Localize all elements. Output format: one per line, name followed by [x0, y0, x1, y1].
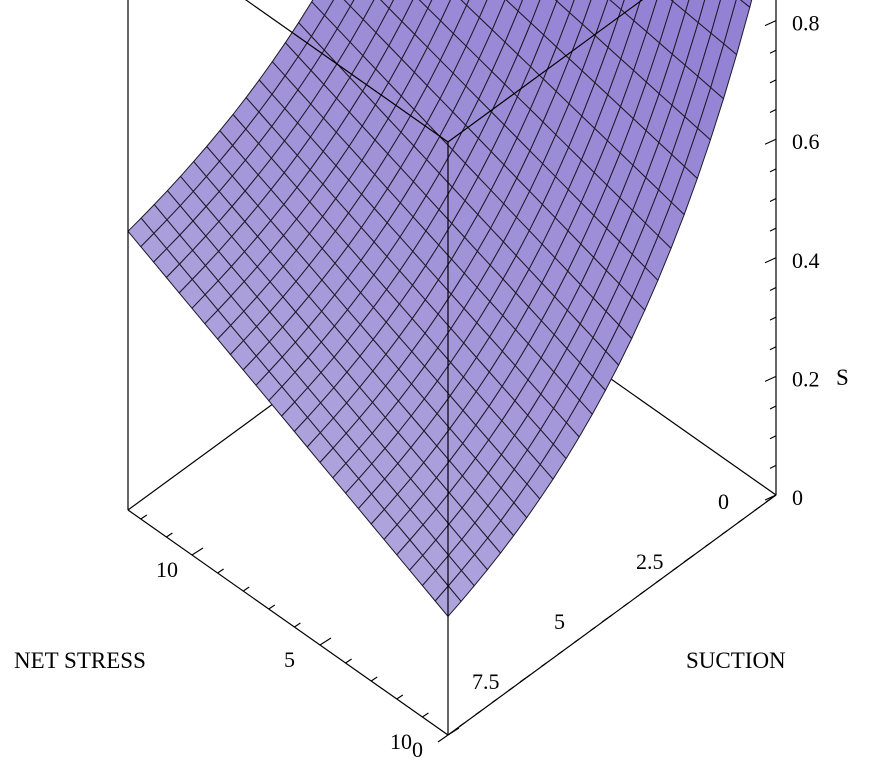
s-tick: [764, 375, 777, 382]
s-tick-label: 0.6: [792, 129, 820, 154]
net-stress-minor-tick: [396, 694, 404, 700]
suction-minor-tick: [623, 602, 629, 607]
s-minor-tick: [769, 464, 777, 469]
front-top-left-edge: [245, 0, 449, 143]
suction-minor-tick: [655, 578, 662, 583]
net-stress-minor-tick: [268, 604, 276, 610]
left-bottom-edge: [127, 509, 449, 736]
s-tick-label: 0: [792, 485, 803, 510]
net-stress-minor-tick: [217, 568, 224, 574]
net-stress-minor-tick: [166, 532, 173, 538]
s-tick-label: 0.8: [792, 11, 820, 36]
s-minor-tick: [769, 79, 777, 84]
suction-minor-tick: [475, 710, 482, 715]
suction-tick-label: 5: [554, 609, 565, 634]
s-minor-tick: [769, 227, 777, 232]
suction-minor-tick: [459, 722, 465, 727]
s-tick: [764, 494, 777, 501]
s-tick-label: 0.4: [792, 248, 820, 273]
net-stress-tick-label: 10: [156, 557, 178, 582]
surface-mesh: [127, 0, 753, 617]
front-top-right-edge: [447, 0, 644, 143]
net-stress-minor-tick: [294, 622, 301, 628]
s-tick: [764, 138, 777, 145]
suction-tick: [519, 674, 531, 683]
suction-minor-tick: [705, 542, 711, 547]
s-tick-label: 0.2: [792, 366, 820, 391]
suction-minor-tick: [541, 662, 547, 667]
s-minor-tick: [769, 109, 777, 114]
s-minor-tick: [769, 435, 777, 440]
s-minor-tick: [769, 405, 777, 410]
net-stress-minor-tick: [370, 676, 378, 682]
s-minor-tick: [769, 198, 777, 202]
net-stress-minor-tick: [345, 658, 352, 664]
s-axis-label: S: [836, 365, 849, 390]
suction-minor-tick: [672, 566, 678, 571]
suction-minor-tick: [557, 650, 564, 655]
suction-tick: [601, 614, 613, 623]
surface-patch: [609, 0, 625, 11]
surface-patch: [379, 0, 395, 9]
net-stress-tick: [319, 637, 332, 646]
s-minor-tick: [769, 168, 777, 173]
suction-tick-label: 0: [718, 489, 729, 514]
s-minor-tick: [769, 49, 777, 54]
s-minor-tick: [769, 316, 777, 321]
net-stress-minor-tick: [242, 586, 250, 592]
suction-minor-tick: [508, 686, 514, 691]
suction-tick: [683, 554, 695, 563]
net-stress-tick: [447, 727, 460, 736]
suction-tick-label: 10: [390, 729, 412, 754]
suction-minor-tick: [639, 590, 646, 595]
net-stress-minor-tick: [140, 514, 148, 520]
suction-minor-tick: [754, 506, 760, 511]
s-tick: [764, 257, 777, 264]
suction-minor-tick: [737, 518, 744, 523]
surface-patch: [343, 0, 355, 7]
suction-axis-label: SUCTION: [686, 648, 786, 673]
suction-tick: [437, 734, 449, 743]
suction-tick-label: 7.5: [472, 669, 500, 694]
s-tick: [764, 20, 777, 27]
suction-minor-tick: [491, 698, 498, 703]
suction-minor-tick: [721, 530, 728, 535]
net-stress-tick-label: 5: [284, 647, 295, 672]
s-minor-tick: [769, 286, 777, 291]
suction-minor-tick: [590, 626, 596, 631]
net-stress-axis-label: NET STRESS: [14, 648, 146, 673]
net-stress-tick-label: 0: [412, 737, 423, 762]
suction-tick-label: 2.5: [636, 549, 664, 574]
s-minor-tick: [769, 346, 777, 351]
net-stress-tick: [191, 547, 204, 556]
net-stress-minor-tick: [422, 712, 429, 718]
suction-minor-tick: [573, 638, 580, 643]
